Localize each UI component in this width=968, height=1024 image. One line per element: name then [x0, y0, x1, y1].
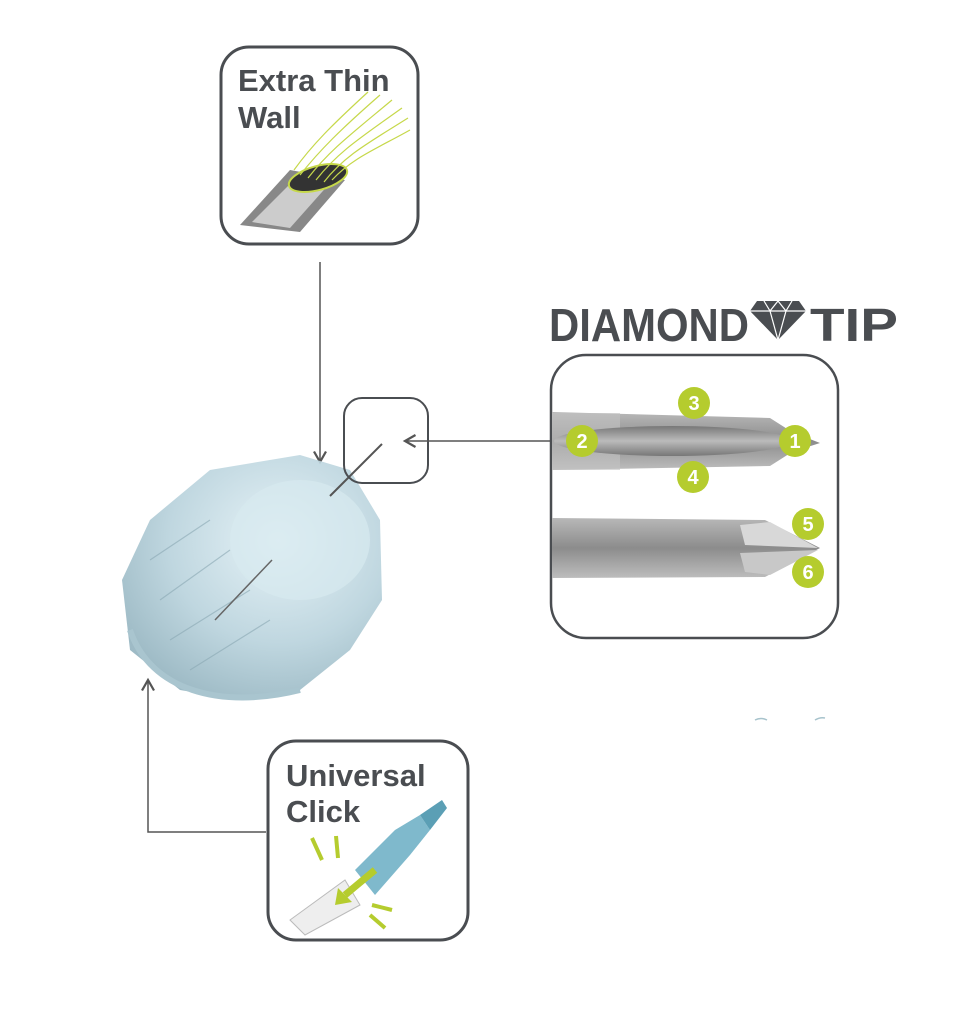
universal-click-callout: Universal Click	[266, 739, 470, 942]
svg-text:6: 6	[802, 562, 813, 584]
badge-4: 4	[677, 461, 709, 493]
syringe-click-icon	[289, 800, 447, 936]
diamond-icon	[750, 300, 806, 343]
tip-word: TIP	[810, 299, 898, 351]
svg-text:1: 1	[789, 431, 800, 453]
badge-1: 1	[779, 425, 811, 457]
badge-2: 2	[566, 425, 598, 457]
badge-6: 6	[792, 556, 824, 588]
badge-5: 5	[792, 508, 824, 540]
needle	[329, 443, 383, 497]
svg-text:2: 2	[576, 431, 587, 453]
diamond-tip-callout	[549, 353, 840, 640]
svg-text:5: 5	[802, 514, 813, 536]
thin-wall-tube-icon	[240, 91, 411, 232]
extra-thin-wall-line1: Extra Thin	[238, 63, 390, 98]
arrow-up	[141, 677, 266, 833]
badge-3: 3	[678, 387, 710, 419]
pen-needle-hub	[122, 443, 383, 701]
svg-text:3: 3	[688, 393, 699, 415]
svg-text:4: 4	[687, 467, 699, 489]
decorative-marks	[754, 717, 826, 721]
extra-thin-wall-callout: Extra Thin Wall	[219, 45, 420, 246]
diamond-tip-title: DIAMOND TIP	[549, 299, 898, 351]
universal-click-line1: Universal	[286, 758, 426, 793]
extra-thin-wall-line2: Wall	[238, 100, 301, 135]
diamond-word: DIAMOND	[549, 299, 749, 351]
universal-click-line2: Click	[286, 794, 361, 829]
